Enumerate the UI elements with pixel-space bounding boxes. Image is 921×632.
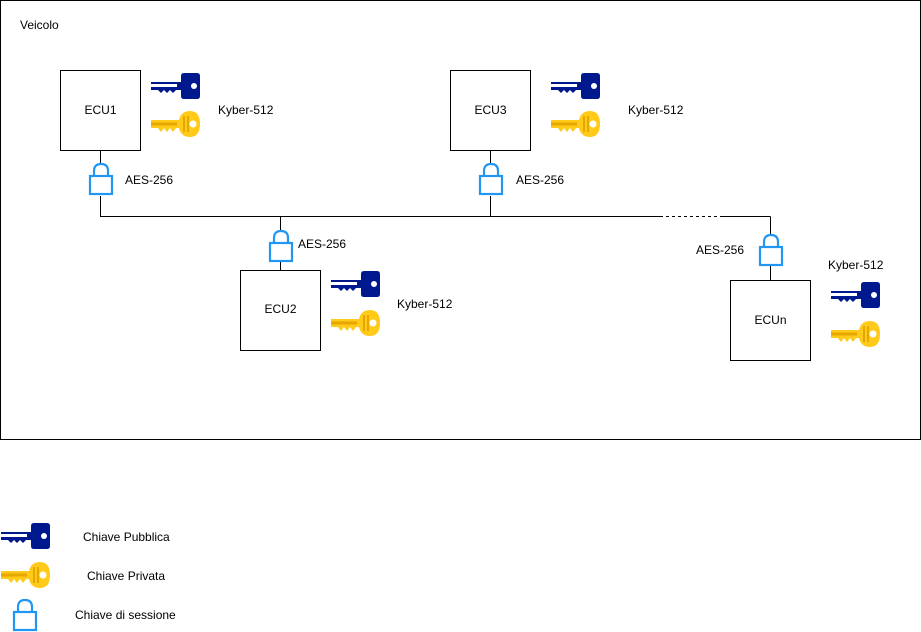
legend-session-key-label: Chiave di sessione — [75, 608, 176, 622]
ecu1-box — [60, 70, 141, 151]
ecun-kyber-label: Kyber-512 — [828, 258, 884, 272]
legend-public-key-label: Chiave Pubblica — [83, 530, 170, 544]
ecu1-label: ECU1 — [84, 103, 116, 117]
ecun-aes-label: AES-256 — [696, 243, 744, 257]
ecu3-kyber-label: Kyber-512 — [628, 103, 684, 117]
legend-private-key-label: Chiave Privata — [87, 569, 165, 583]
ecu1-node: ECU1 Kyber-512 AES-256 — [60, 70, 274, 196]
ecu2-node: AES-256 ECU2 Kyber-512 — [240, 229, 453, 351]
ecu2-label: ECU2 — [264, 302, 296, 316]
ecu2-box — [240, 270, 321, 351]
vehicle-label: Veicolo — [20, 18, 59, 32]
ecu3-box — [450, 70, 531, 151]
ecu3-label: ECU3 — [474, 103, 506, 117]
lock-icon — [12, 598, 38, 632]
legend: Chiave Pubblica Chiave Privata Chiave di… — [1, 523, 176, 632]
ecu1-aes-label: AES-256 — [125, 173, 173, 187]
private-key-icon — [1, 562, 50, 588]
can-bus — [100, 150, 771, 280]
ecun-box — [730, 280, 811, 361]
ecun-node: AES-256 Kyber-512 ECUn — [696, 233, 884, 361]
ecu1-kyber-label: Kyber-512 — [218, 103, 274, 117]
ecu2-aes-label: AES-256 — [298, 237, 346, 251]
vehicle-container — [0, 0, 921, 440]
ecun-label: ECUn — [754, 313, 786, 327]
public-key-icon — [1, 523, 50, 549]
ecu3-node: ECU3 Kyber-512 AES-256 — [450, 70, 684, 196]
ecu3-aes-label: AES-256 — [516, 173, 564, 187]
ecu2-kyber-label: Kyber-512 — [397, 297, 453, 311]
